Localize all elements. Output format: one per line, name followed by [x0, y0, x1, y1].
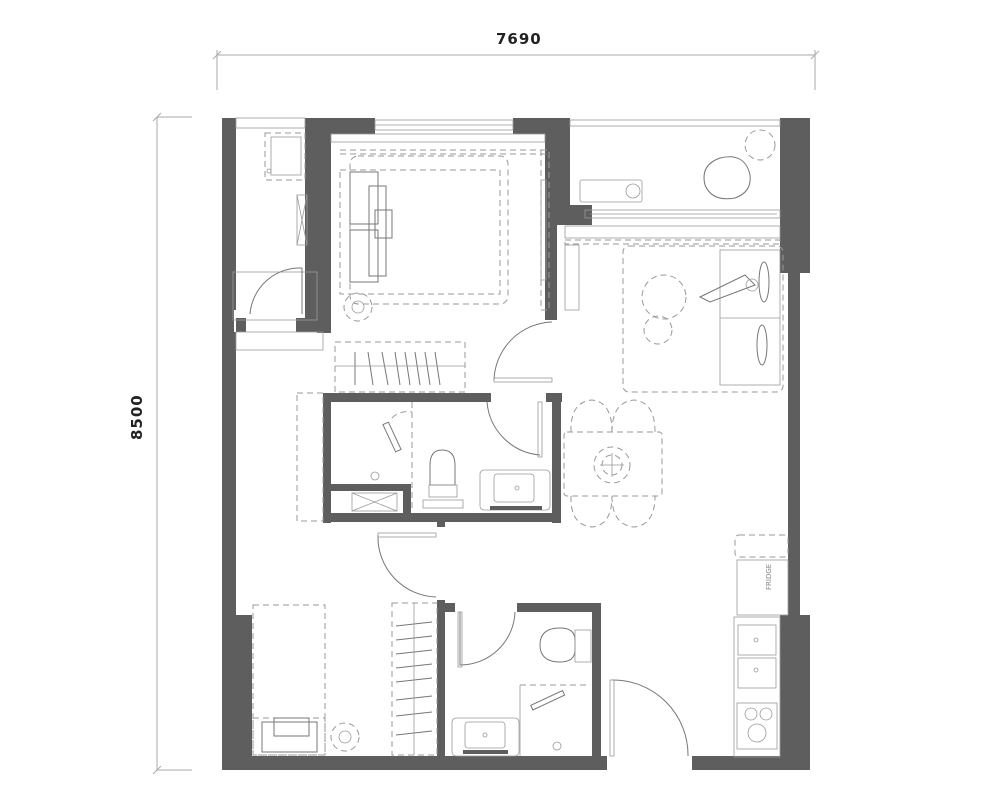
living-room: [564, 225, 784, 393]
master-bedroom: [330, 133, 550, 322]
fridge-label: FRIDGE: [765, 564, 773, 590]
common-bathroom: [451, 611, 592, 757]
walls: [222, 118, 810, 770]
bedroom-2: [252, 604, 360, 756]
dining: [563, 399, 663, 528]
balcony: [579, 129, 776, 203]
master-bathroom: [351, 401, 551, 512]
windows: [235, 117, 781, 219]
bedroom-2-wardrobe: [391, 602, 438, 756]
store-room: [232, 132, 318, 321]
kitchen: FRIDGE: [733, 534, 789, 758]
dimension-lines: [152, 50, 820, 775]
master-wardrobe: [334, 341, 466, 393]
width-dimension-label: 7690: [496, 30, 542, 48]
